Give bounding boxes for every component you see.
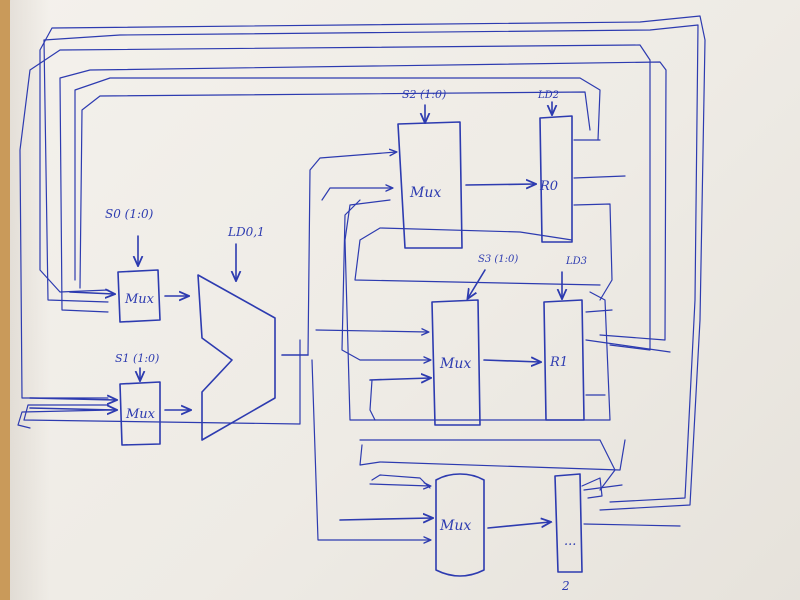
register-bottom-dots: ... bbox=[564, 534, 576, 549]
register-r0-load-label: LD2 bbox=[537, 90, 559, 101]
register-r0-label: R0 bbox=[539, 179, 558, 194]
alu-load-label: LD0,1 bbox=[227, 225, 265, 239]
left-mux-bottom: Mux S1 (1:0) bbox=[29, 352, 190, 446]
mux-bottom: Mux bbox=[339, 473, 550, 577]
main-bus bbox=[307, 152, 430, 540]
left-mux-bottom-select-label: S1 (1:0) bbox=[115, 352, 159, 365]
mux-r0: Mux S2 (1:0) bbox=[397, 88, 535, 249]
left-mux-top-label: Mux bbox=[124, 292, 155, 307]
r1-feedback-loop bbox=[359, 439, 626, 491]
register-r1-label: R1 bbox=[549, 355, 568, 370]
r0-feedback-loop bbox=[341, 199, 611, 421]
mux-r1: Mux S3 (1:0) bbox=[369, 254, 540, 426]
register-bottom-index: 2 bbox=[561, 579, 570, 593]
left-mux-top-select-label: S0 (1:0) bbox=[105, 207, 154, 221]
mux-r1-select-label: S3 (1:0) bbox=[478, 254, 518, 265]
register-bottom: ... 2 bbox=[554, 473, 681, 593]
mux-r0-select-label: S2 (1:0) bbox=[402, 88, 446, 101]
register-r0: R0 LD2 bbox=[537, 90, 626, 301]
register-r1: R1 LD3 bbox=[543, 256, 671, 421]
paper-sheet bbox=[10, 0, 800, 600]
mux-r0-label: Mux bbox=[409, 185, 441, 201]
left-mux-bottom-label: Mux bbox=[125, 407, 156, 422]
mux-bottom-label: Mux bbox=[439, 518, 471, 534]
feedback-wires-outer bbox=[17, 15, 706, 511]
left-mux-top: Mux S0 (1:0) bbox=[69, 207, 188, 323]
alu: LD0,1 bbox=[197, 225, 309, 441]
mux-r1-label: Mux bbox=[439, 356, 471, 372]
register-r1-load-label: LD3 bbox=[565, 256, 587, 267]
paper-edge-shadow bbox=[10, 0, 50, 600]
